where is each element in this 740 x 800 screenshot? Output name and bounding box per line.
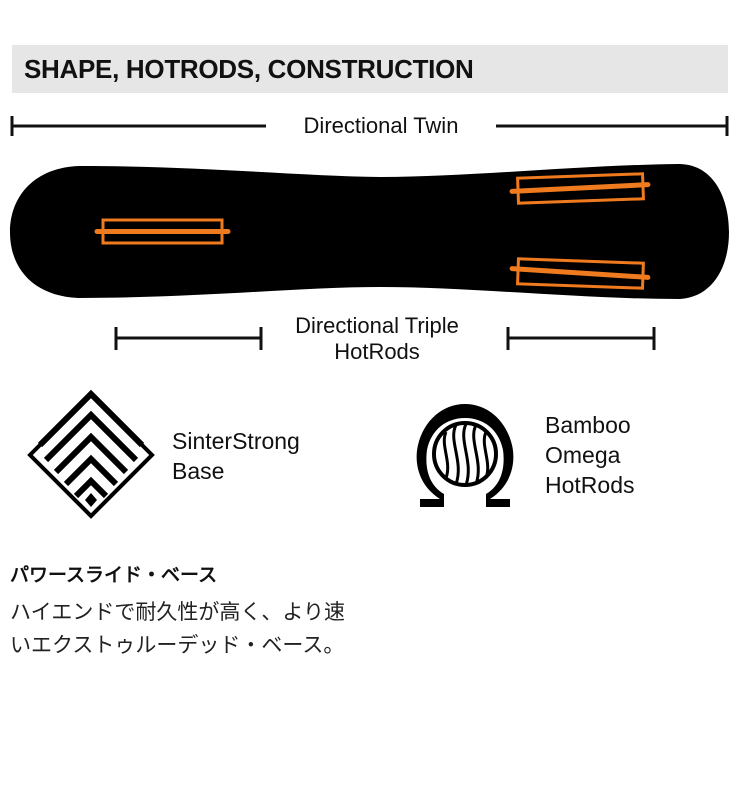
section-title: SHAPE, HOTRODS, CONSTRUCTION: [24, 54, 474, 84]
hotrods-dimension-line: [114, 327, 656, 350]
description-line: ハイエンドで耐久性が高く、より速: [10, 601, 345, 624]
snowboard-silhouette: [10, 164, 729, 299]
hotrods-label-line1: Directional Triple: [295, 313, 459, 338]
description-body: ハイエンドで耐久性が高く、より速 いエクストゥルーデッド・ベース。: [10, 596, 345, 662]
feature-label-line: Omega: [545, 442, 621, 468]
feature-sinterstrong-label: SinterStrong Base: [172, 426, 300, 486]
hotrod-left: [94, 218, 231, 245]
hotrod-right-bottom: [509, 257, 651, 290]
feature-bamboo-label: Bamboo Omega HotRods: [545, 410, 634, 500]
diamond-chevron-icon: [27, 389, 155, 519]
section-header: SHAPE, HOTRODS, CONSTRUCTION: [12, 45, 728, 93]
hotrod-right-top: [509, 172, 651, 205]
description-line: いエクストゥルーデッド・ベース。: [10, 634, 345, 657]
hotrods-label: Directional Triple HotRods: [265, 313, 489, 365]
hotrods-label-line2: HotRods: [334, 339, 420, 364]
description-title: パワースライド・ベース: [10, 565, 218, 586]
omega-bamboo-icon: [416, 404, 514, 507]
feature-label-line: SinterStrong: [172, 428, 300, 454]
feature-label-line: HotRods: [545, 472, 635, 498]
shape-label: Directional Twin: [266, 113, 496, 139]
feature-label-line: Bamboo: [545, 412, 631, 438]
feature-label-line: Base: [172, 458, 225, 484]
